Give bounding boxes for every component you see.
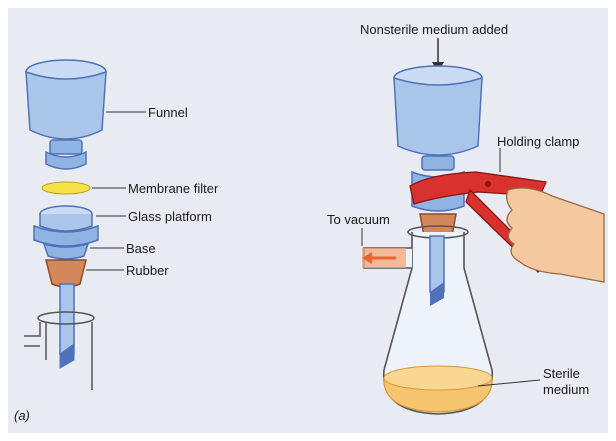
sterile-leader [477,379,541,387]
assembled-apparatus [361,38,605,415]
label-sterile-2: medium [543,382,590,397]
label-nonsterile: Nonsterile medium added [360,22,509,37]
label-glass-platform: Glass platform [128,209,212,224]
label-funnel: Funnel [148,105,188,120]
hand [506,187,605,283]
membrane-filter-part [41,181,91,195]
label-holding-clamp: Holding clamp [497,134,580,149]
label-to-vacuum: To vacuum [327,212,390,227]
flask-neck-partial [24,311,95,390]
exploded-assembly [24,59,107,390]
rubber-part [45,259,87,288]
vacuum-side-arm [362,247,412,269]
label-rubber: Rubber [126,263,169,278]
label-sterile-1: Sterile [543,366,580,381]
panel-tag: (a) [14,408,30,423]
glass-platform-part [33,205,99,247]
label-membrane-filter: Membrane filter [128,181,219,196]
funnel-part [25,59,107,170]
label-base: Base [126,241,156,256]
left-leader-lines [86,111,146,271]
funnel-stem [59,283,75,355]
base-part [42,242,90,260]
